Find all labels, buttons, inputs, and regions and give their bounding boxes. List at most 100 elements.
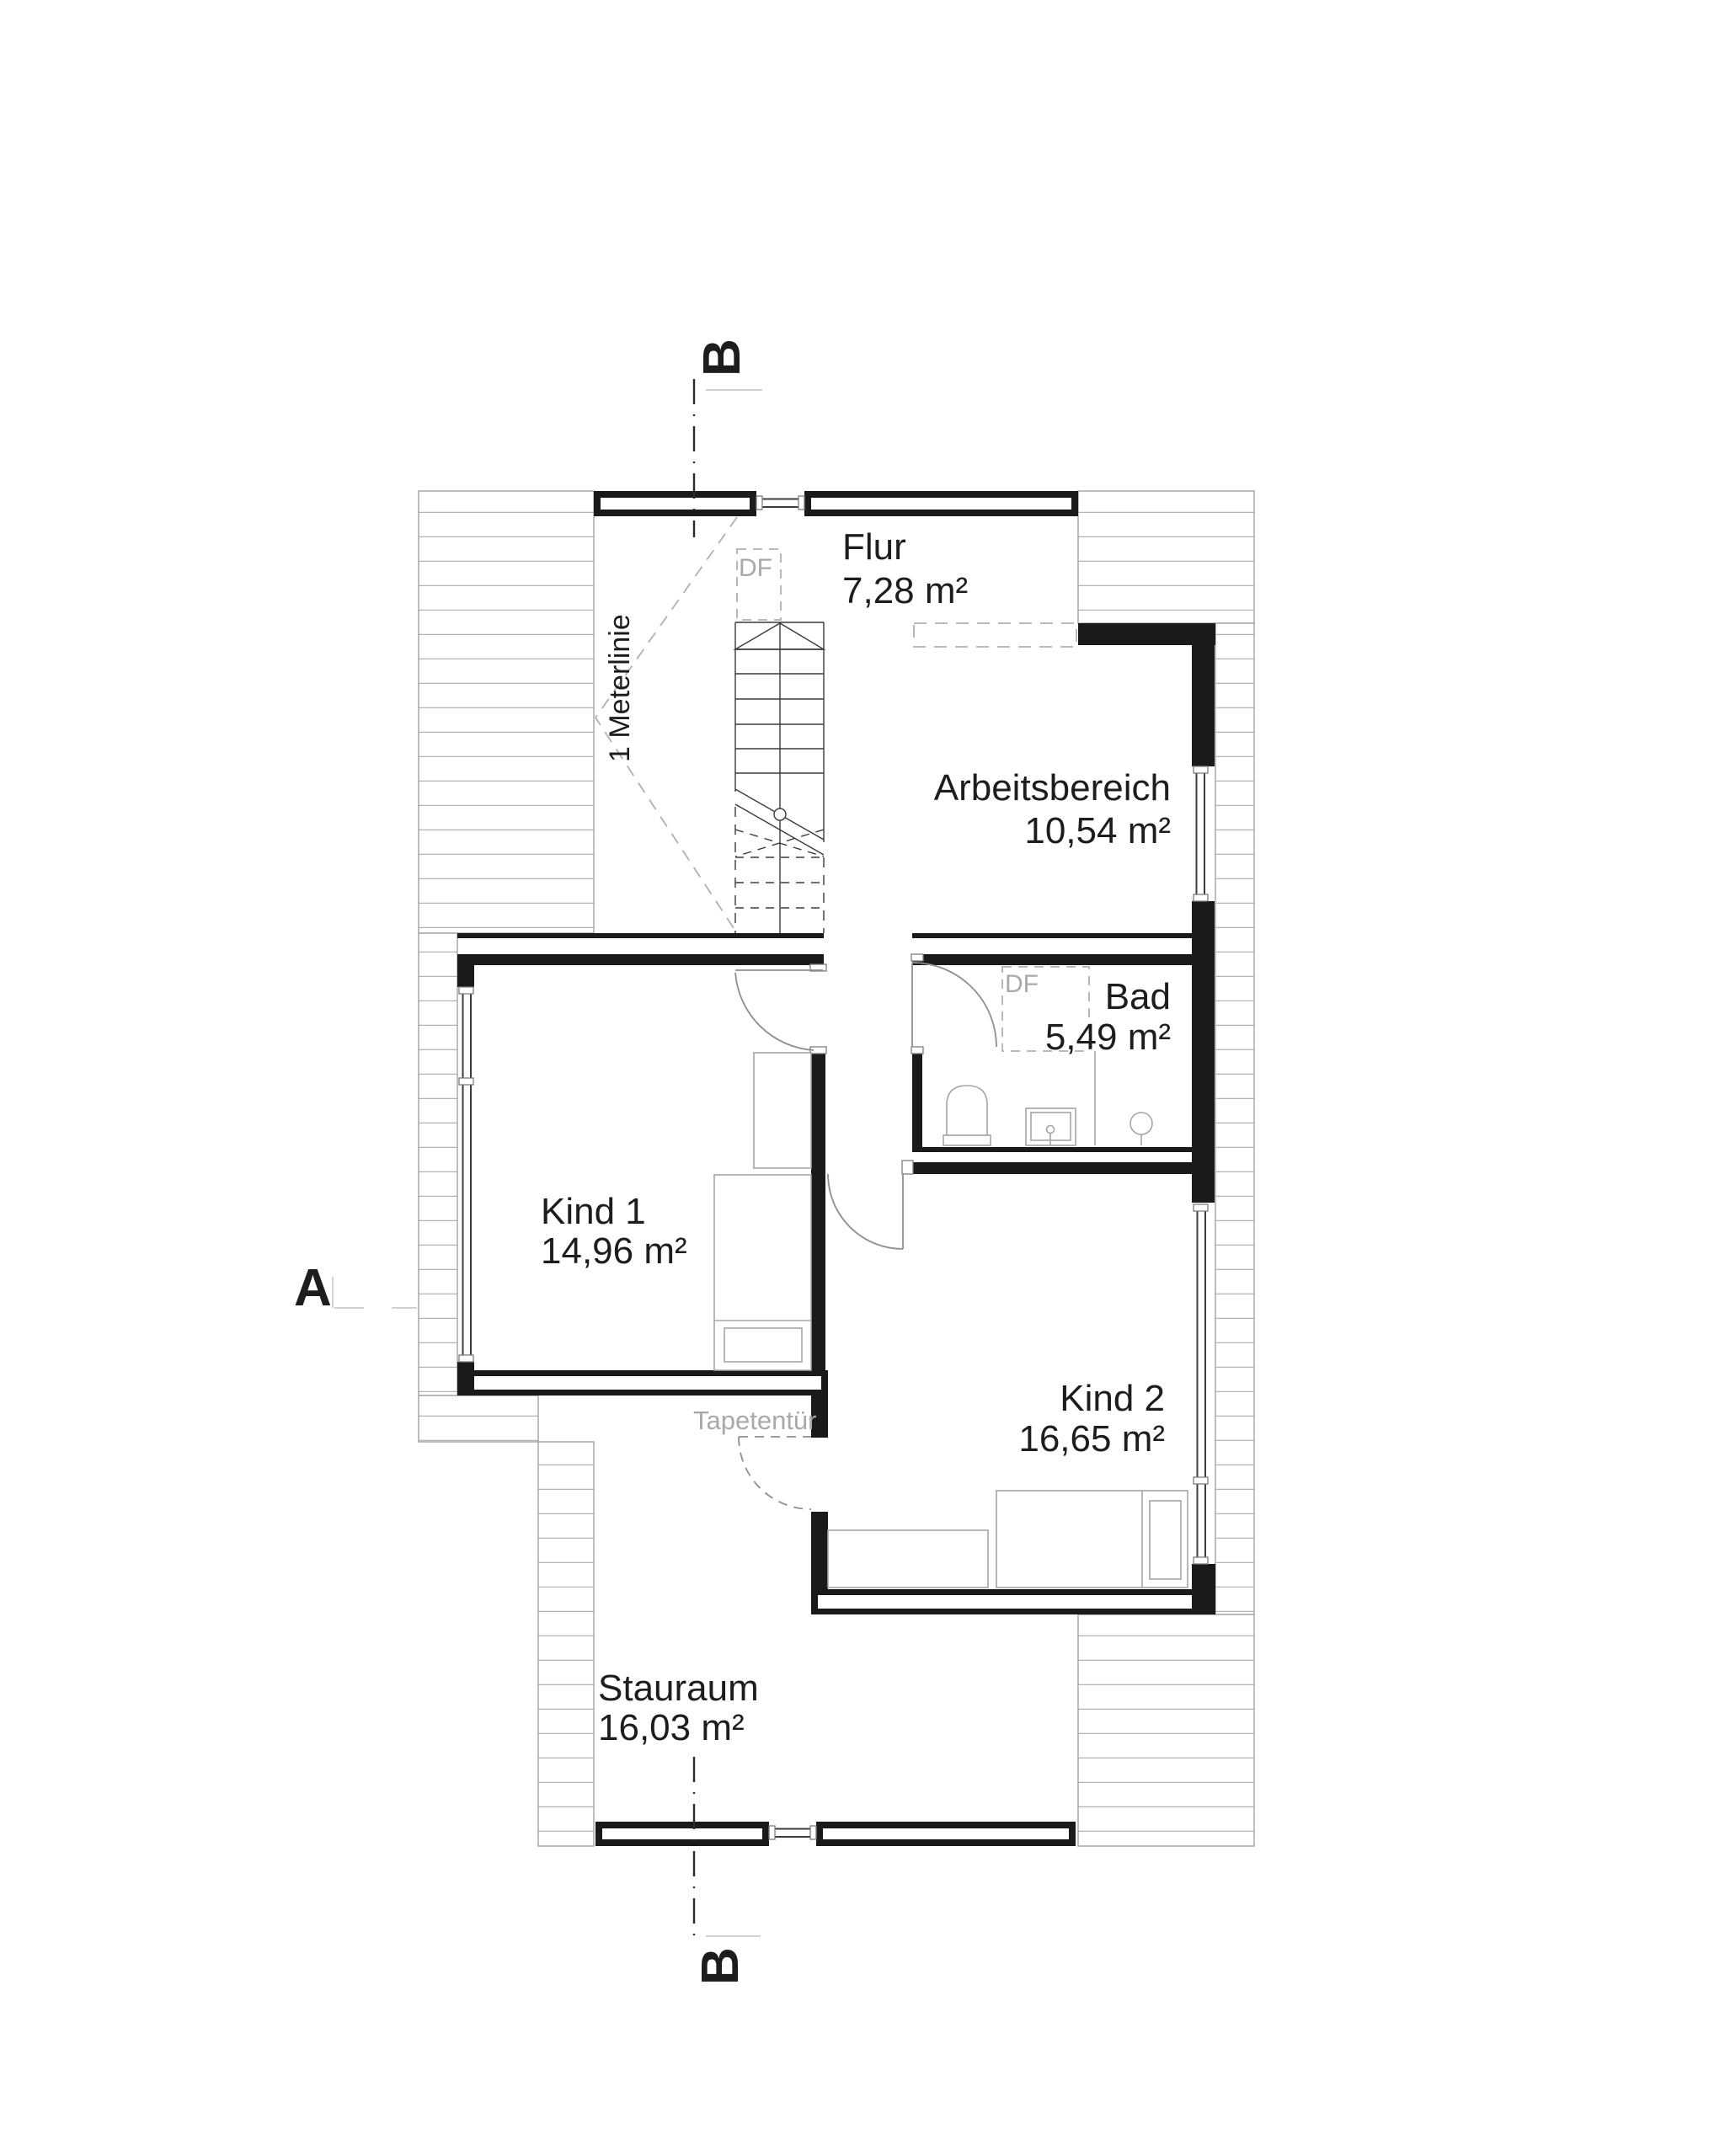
stair-treads	[735, 648, 824, 774]
wall	[912, 954, 1215, 965]
room-label-flur: Flur	[842, 526, 906, 568]
wall	[811, 1047, 825, 1370]
wall	[750, 491, 756, 516]
wall	[804, 491, 1078, 498]
window-arbeitsbereich-east	[1195, 766, 1205, 901]
wall	[912, 933, 1215, 938]
toilet	[946, 1085, 988, 1136]
exterior-walls	[594, 491, 1078, 1846]
wall	[816, 1822, 1076, 1828]
wall	[594, 491, 756, 498]
stair-walkline-start	[773, 808, 787, 821]
door-kind2	[827, 1173, 904, 1250]
room-label-kind1: Kind 1	[541, 1191, 646, 1232]
wall	[903, 1162, 1214, 1174]
door-tapetentuer	[738, 1436, 812, 1510]
window-cap	[1193, 894, 1209, 902]
meterline-label: 1 Meterlinie	[604, 614, 636, 762]
roof-hatch-left-step	[418, 1395, 539, 1443]
roof-hatch-right-strip	[1215, 622, 1255, 1615]
room-area-arbeitsbereich: 10,54 m²	[1024, 810, 1171, 851]
wall	[457, 1390, 828, 1396]
roof-window-box-flur	[736, 548, 782, 621]
wall	[811, 1512, 828, 1589]
wall	[457, 1370, 464, 1396]
doors	[734, 962, 997, 1510]
wall	[594, 491, 601, 516]
window-cap	[798, 495, 805, 510]
roof-hatch-left-strip	[418, 490, 595, 934]
door-bad	[911, 962, 997, 1048]
shower-head	[1130, 1112, 1153, 1135]
room-area-stauraum: 16,03 m²	[598, 1707, 745, 1748]
room-label-stauraum: Stauraum	[598, 1668, 759, 1709]
wallpaper-door-label: Tapetentür	[693, 1406, 817, 1435]
door-jamb	[901, 1160, 914, 1175]
roof-hatch-left-narrow	[418, 932, 458, 1396]
room-label-kind2: Kind 2	[1060, 1378, 1165, 1419]
wall	[1071, 491, 1078, 516]
window-cap	[458, 1077, 474, 1086]
interior-walls	[457, 623, 1215, 1614]
bath-fixtures	[943, 1051, 1153, 1146]
wall	[811, 1589, 1215, 1595]
window-cap	[1193, 766, 1209, 774]
section-marker-b-bottom: B	[692, 1947, 750, 1985]
room-area-bad: 5,49 m²	[1045, 1017, 1171, 1058]
roof-hatch-top-right	[1077, 490, 1255, 624]
window-cap	[458, 986, 474, 995]
wall	[1192, 623, 1215, 766]
wall	[1069, 1822, 1076, 1846]
wall	[457, 954, 824, 965]
window-cap	[809, 1825, 817, 1840]
wall	[457, 1370, 828, 1376]
wall	[595, 1839, 769, 1846]
stair-cross-hidden	[734, 829, 825, 857]
kind2-desk	[827, 1529, 989, 1588]
wall	[804, 491, 811, 516]
roof-hatch-areas	[418, 490, 1255, 1847]
door-jamb	[911, 1046, 924, 1054]
wall	[594, 510, 756, 516]
section-marker-a: A	[294, 1259, 332, 1317]
wall	[595, 1822, 769, 1828]
sink-faucet	[1045, 1124, 1055, 1134]
window-cap	[1193, 1476, 1209, 1485]
window-flur-north	[756, 498, 804, 508]
wall	[595, 1822, 602, 1846]
roof-hatch-bottom-right	[1077, 1614, 1255, 1847]
door-swing-arc	[911, 962, 997, 1048]
window-cap	[768, 1825, 776, 1840]
wall	[1192, 901, 1215, 1203]
wall	[811, 1589, 818, 1614]
room-area-kind2: 16,65 m²	[1018, 1418, 1165, 1460]
wall	[821, 1370, 828, 1396]
room-area-flur: 7,28 m²	[842, 570, 968, 611]
window-cap	[1193, 1203, 1209, 1212]
section-markers: B B A	[294, 339, 762, 1985]
room-label-bad: Bad	[1105, 976, 1171, 1017]
door-jamb	[809, 963, 827, 972]
roof-slope-line	[594, 516, 738, 931]
window-kind1-west	[462, 987, 472, 1362]
wall	[457, 933, 824, 938]
wall	[912, 1147, 1214, 1152]
wall	[457, 954, 474, 987]
room-area-kind1: 14,96 m²	[541, 1230, 687, 1272]
wall	[912, 1047, 922, 1147]
wall	[804, 510, 1078, 516]
section-marker-b-top: B	[693, 339, 751, 376]
door-kind1	[734, 969, 823, 1051]
furniture	[713, 1052, 1188, 1588]
window-cap	[756, 495, 763, 510]
roof-window-label-bad: DF	[1005, 970, 1039, 998]
roof-window-label-flur: DF	[739, 554, 772, 582]
wall	[811, 1609, 1215, 1614]
wall	[816, 1822, 823, 1846]
door-jambs	[809, 953, 924, 1175]
door-swing-arc	[734, 972, 814, 1051]
door-swing-arc	[827, 1173, 904, 1250]
kind1-pillow	[724, 1327, 803, 1363]
